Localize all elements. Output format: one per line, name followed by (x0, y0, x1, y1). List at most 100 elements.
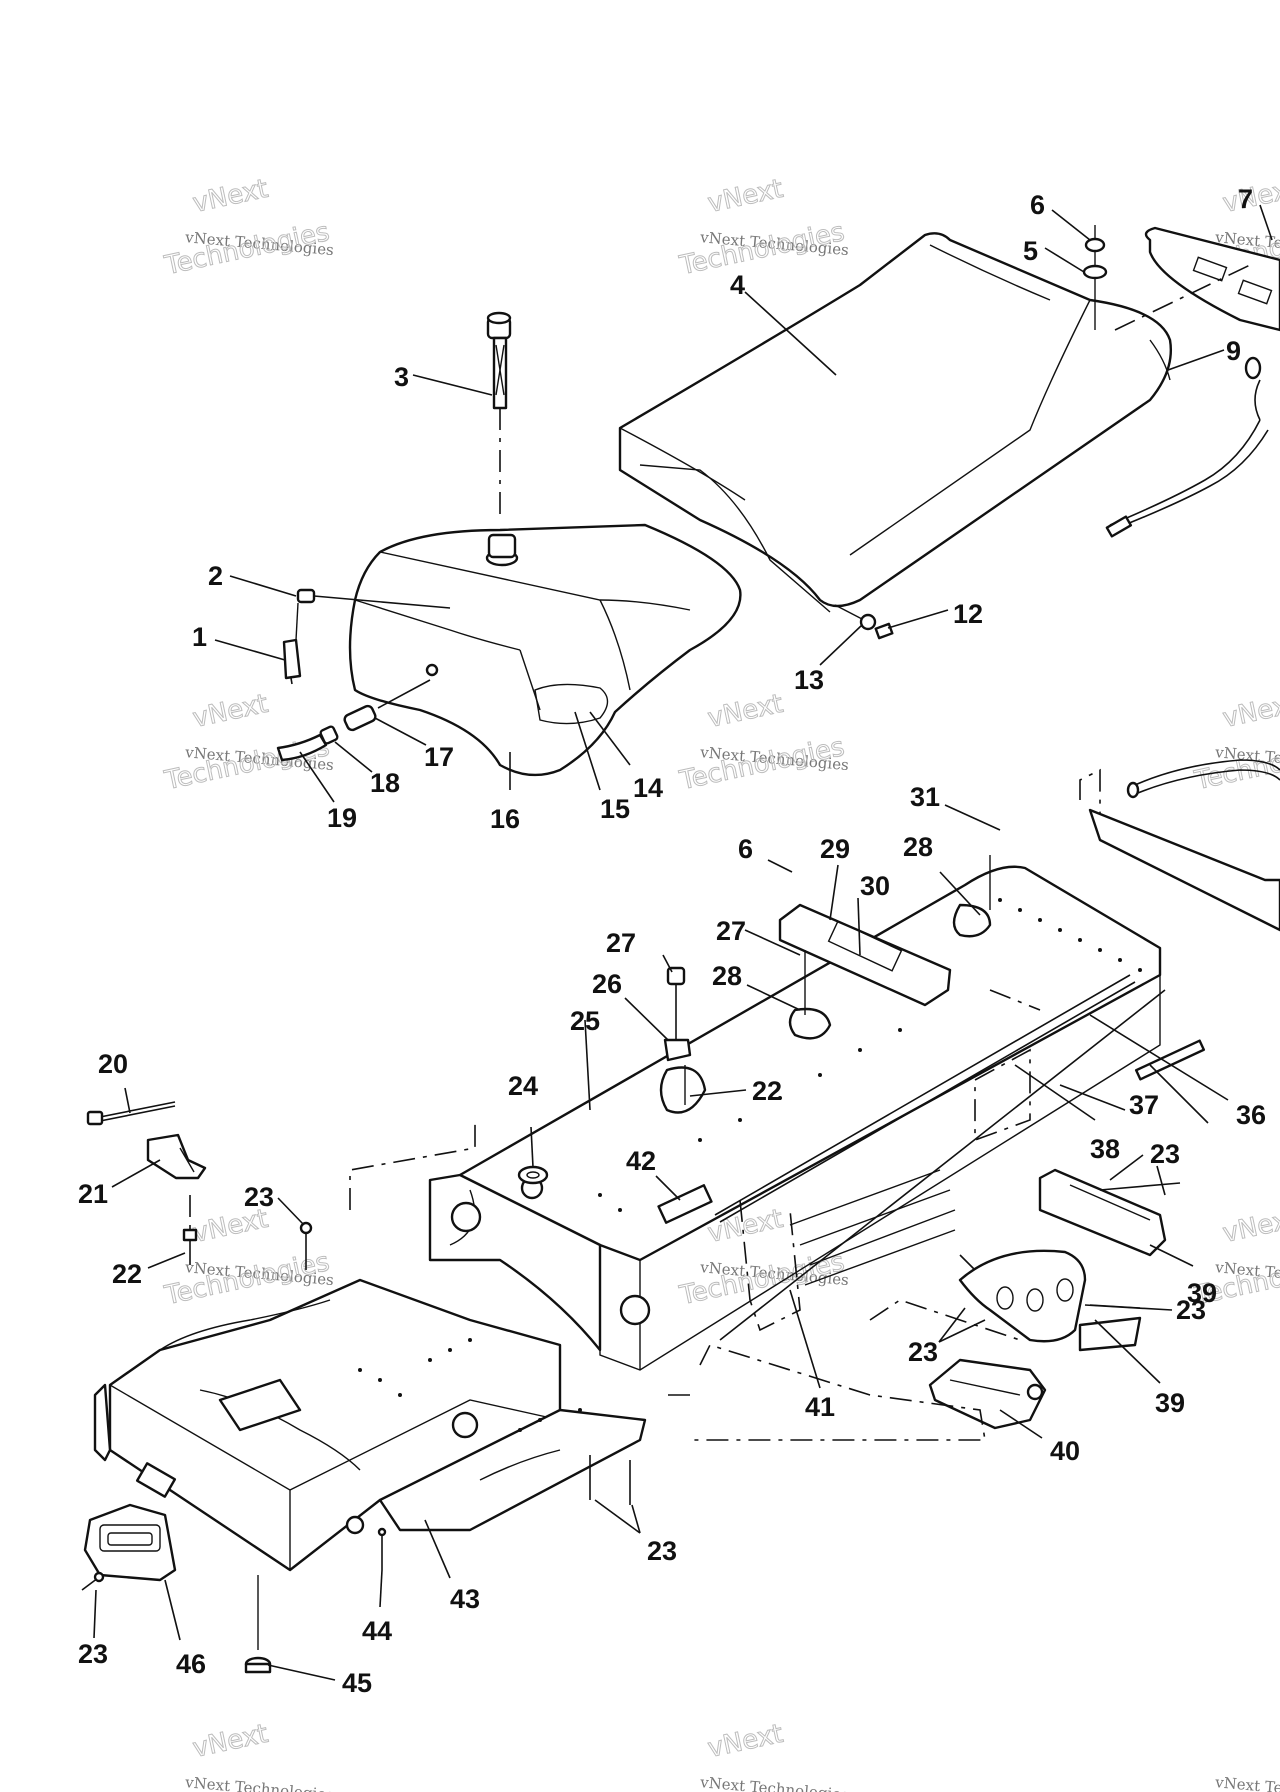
part-label: 28 (903, 832, 933, 862)
svg-text:vNext: vNext (1220, 689, 1280, 734)
chassis-frame-part (428, 865, 1162, 1371)
watermark: vNext vNext Technologies Technologies (1191, 688, 1280, 796)
svg-text:Technologies: Technologies (162, 217, 333, 281)
part-label: 46 (176, 1649, 206, 1679)
part-label: 38 (1090, 1134, 1120, 1164)
part-label: 20 (98, 1049, 128, 1079)
svg-text:vNext Technologies: vNext Technologies (699, 1773, 850, 1792)
fuel-line-part (276, 663, 439, 762)
part-label: 45 (342, 1668, 372, 1698)
part-label: 41 (805, 1392, 835, 1422)
skid-plate-part (928, 1358, 1047, 1430)
seat-bracket-part (778, 903, 952, 1007)
part-label: 31 (910, 782, 940, 812)
decal-part (657, 1184, 713, 1224)
front-bumper-part (83, 1503, 177, 1582)
part-label: 4 (730, 270, 745, 300)
svg-text:vNext Technologies: vNext Technologies (1214, 1773, 1280, 1792)
fuel-cap-part (486, 311, 512, 410)
part-label: 26 (592, 969, 622, 999)
watermark: vNext vNext Technologies Technologies (676, 688, 850, 796)
part-label: 23 (78, 1639, 108, 1669)
bumper-rubber-part (244, 1575, 272, 1674)
front-bulkhead-part (93, 1278, 562, 1572)
part-label: 37 (1129, 1090, 1159, 1120)
part-label: 23 (1150, 1139, 1180, 1169)
clip-part (663, 966, 692, 1062)
cushion-pad-part (659, 855, 992, 1114)
part-label: 23 (244, 1182, 274, 1212)
seat-nut-part (1082, 225, 1108, 330)
part-label: 9 (1226, 336, 1241, 366)
frame-holes (358, 898, 1142, 1432)
part-label: 16 (490, 804, 520, 834)
grommet-part (517, 1165, 549, 1185)
part-label: 13 (794, 665, 824, 695)
part-label: 22 (112, 1259, 142, 1289)
part-label: 22 (752, 1076, 782, 1106)
svg-text:vNext: vNext (190, 689, 271, 734)
svg-text:vNext: vNext (190, 1719, 271, 1764)
vent-fitting-part (282, 588, 451, 685)
svg-text:vNext: vNext (705, 174, 786, 219)
part-label: 27 (716, 916, 746, 946)
bulkhead-plate-part (378, 1408, 647, 1532)
part-label: 39 (1187, 1278, 1217, 1308)
pin-part (377, 1527, 387, 1570)
vent-grille-part (739, 1169, 956, 1332)
part-label: 30 (860, 871, 890, 901)
svg-text:vNext: vNext (190, 174, 271, 219)
part-label: 28 (712, 961, 742, 991)
part-label: 23 (647, 1536, 677, 1566)
part-labels: 6 7 5 4 3 9 2 1 12 13 17 18 14 19 16 15 … (78, 184, 1266, 1698)
part-label: 15 (600, 794, 630, 824)
part-label: 44 (362, 1616, 392, 1646)
seat-bolt-part (834, 604, 894, 640)
part-label: 23 (1176, 1295, 1206, 1325)
svg-text:Technologies: Technologies (677, 732, 848, 796)
part-label: 21 (78, 1179, 108, 1209)
part-label: 23 (908, 1337, 938, 1367)
part-label: 43 (450, 1584, 480, 1614)
watermark: vNext Technologies (1214, 1773, 1280, 1792)
svg-text:vNext Technologies: vNext Technologies (184, 1773, 335, 1792)
rear-grab-bar-part (1144, 226, 1280, 332)
taillight-harness-part (1105, 356, 1269, 538)
svg-text:Technologies: Technologies (677, 217, 848, 281)
part-label: 39 (1155, 1388, 1185, 1418)
part-label: 6 (738, 834, 753, 864)
part-label: 3 (394, 362, 409, 392)
leader-lines (93, 204, 1273, 1681)
part-label: 40 (1050, 1436, 1080, 1466)
footrest-bracket-part (958, 1249, 1142, 1352)
watermark: vNext vNext Technologies Technologies (676, 173, 850, 281)
side-bracket-part (1038, 1168, 1181, 1257)
part-label: 5 (1023, 236, 1038, 266)
svg-text:vNext: vNext (1220, 1204, 1280, 1249)
part-label: 24 (508, 1071, 538, 1101)
part-label: 6 (1030, 190, 1045, 220)
rear-bumper-part (1088, 759, 1280, 932)
strap-part (86, 1101, 176, 1126)
fastener-part (182, 1195, 198, 1265)
screw-part (299, 1221, 313, 1270)
watermark: vNext vNext Technologies (699, 1718, 850, 1792)
bracket-part (146, 1133, 207, 1180)
watermark: vNext vNext Technologies Technologies (161, 1203, 335, 1311)
part-label: 14 (633, 773, 663, 803)
part-label: 7 (1238, 184, 1253, 214)
svg-text:vNext: vNext (705, 689, 786, 734)
fuel-tank-part (348, 523, 742, 777)
watermark: vNext vNext Technologies (184, 1718, 335, 1792)
part-label: 36 (1236, 1100, 1266, 1130)
part-label: 12 (953, 599, 983, 629)
part-label: 25 (570, 1006, 600, 1036)
part-label: 29 (820, 834, 850, 864)
part-label: 27 (606, 928, 636, 958)
part-label: 18 (370, 768, 400, 798)
part-label: 42 (626, 1146, 656, 1176)
part-label: 17 (424, 742, 454, 772)
part-label: 19 (327, 803, 357, 833)
rail-part (714, 974, 1206, 1341)
